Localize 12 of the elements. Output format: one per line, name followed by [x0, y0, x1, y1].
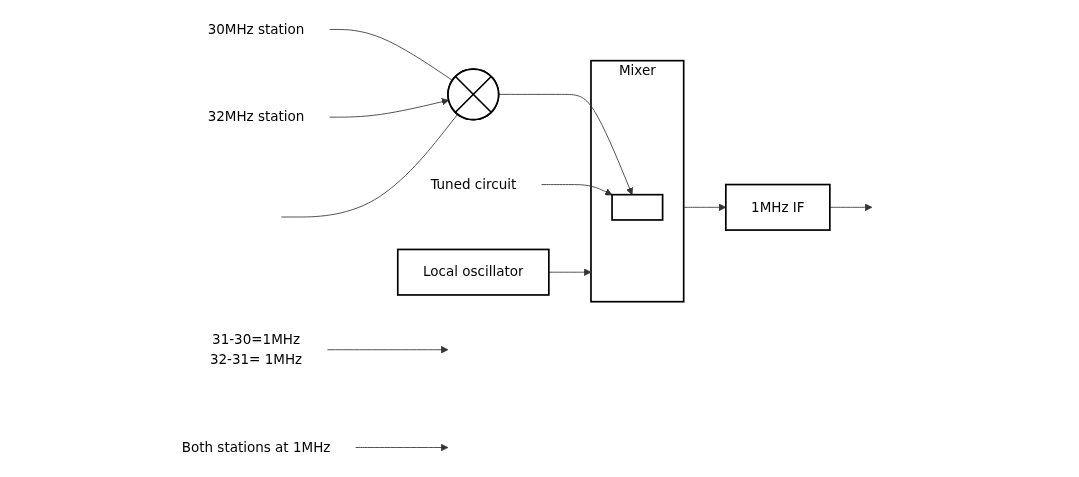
text-label: Tuned circuit: [430, 176, 517, 193]
block-box: 1MHz IF: [724, 183, 831, 231]
block-box: Mixer: [590, 59, 685, 303]
text-label: 31-30=1MHz 32-31= 1MHz: [209, 331, 303, 368]
text-label: Both stations at 1MHz: [181, 439, 331, 456]
line: [329, 29, 453, 81]
text-label: 32MHz station: [207, 108, 305, 125]
text-label: 30MHz station: [207, 21, 305, 38]
junction-mark: [447, 68, 500, 121]
block-box: Local oscillator: [396, 248, 550, 296]
line: [280, 113, 459, 218]
block-box: [611, 193, 664, 221]
